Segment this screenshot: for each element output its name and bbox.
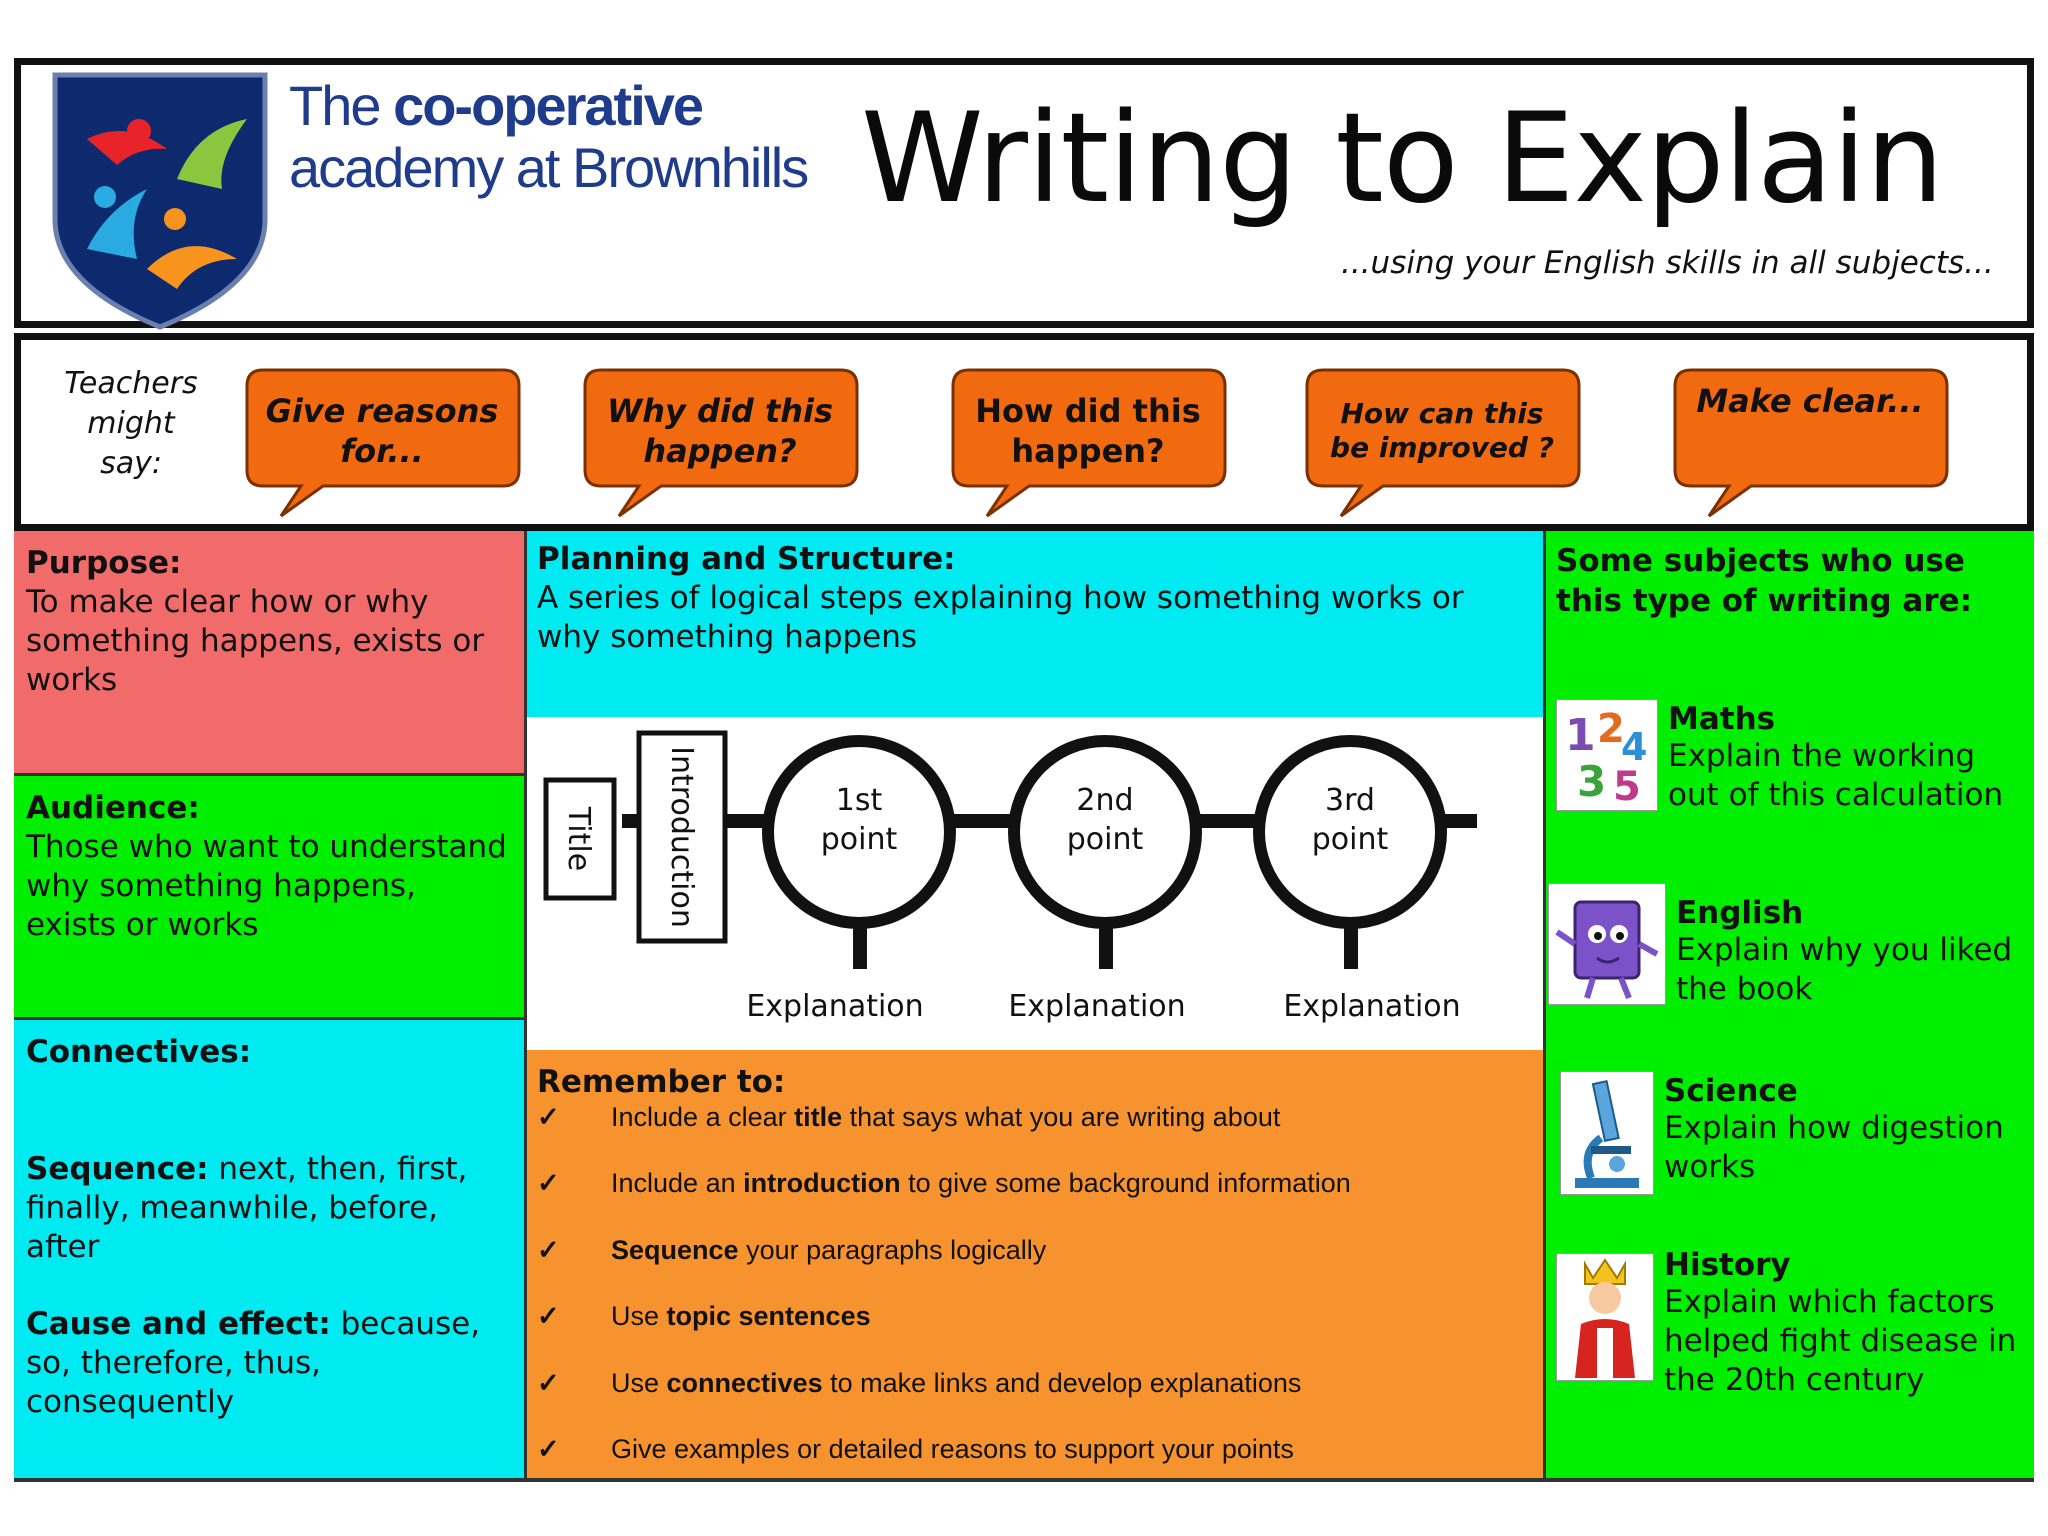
subject-name: Maths: [1668, 701, 1776, 737]
explanation-stem-2: [1099, 923, 1113, 969]
speech-bubble-how-improved: How can this be improved ?: [1303, 366, 1583, 518]
point-1-line1: 1st: [836, 783, 883, 818]
book-character-icon: [1548, 883, 1666, 1005]
purpose-heading: Purpose:: [26, 545, 182, 581]
svg-text:5: 5: [1613, 764, 1641, 810]
sequence-connectives: Sequence: next, then, first, finally, me…: [26, 1151, 468, 1265]
subject-name: History: [1664, 1247, 1791, 1283]
header-banner: The co-operative academy at Brownhills W…: [14, 58, 2034, 331]
academy-logo: [47, 69, 273, 331]
teachers-label: Teachers might say:: [64, 366, 198, 481]
remember-item: ✓Use topic sentences: [537, 1301, 871, 1331]
purpose-text: To make clear how or why something happe…: [26, 584, 485, 698]
subject-description: Explain the working out of this calculat…: [1668, 738, 2004, 813]
page-title: Writing to Explain: [861, 87, 1944, 231]
point-2-line1: 2nd: [1076, 783, 1133, 818]
page-subtitle: ...using your English skills in all subj…: [1341, 245, 1994, 281]
subjects-panel: Some subjects who use this type of writi…: [1543, 531, 2034, 1478]
subject-name: English: [1676, 895, 1804, 931]
title-box: [543, 777, 617, 901]
king-icon: [1556, 1253, 1654, 1381]
structure-diagram: Title Introduction 1st point 2nd point 3…: [527, 717, 1543, 1050]
microscope-icon: [1560, 1071, 1654, 1195]
connectives-heading: Connectives:: [26, 1034, 252, 1070]
audience-heading: Audience:: [26, 790, 200, 826]
svg-text:3: 3: [1577, 757, 1606, 806]
org-name-line2: academy at Brownhills: [289, 136, 809, 199]
explanation-label-3: Explanation: [1283, 989, 1460, 1024]
remember-item: ✓Use connectives to make links and devel…: [537, 1368, 1302, 1398]
numbers-icon: 1 2 4 3 5: [1556, 699, 1658, 811]
point-3-line1: 3rd: [1325, 783, 1375, 818]
subject-description: Explain why you liked the book: [1676, 932, 2013, 1007]
title-box-label: Title: [561, 806, 596, 871]
purpose-panel: Purpose: To make clear how or why someth…: [14, 531, 527, 776]
subject-description: Explain which factors helped fight disea…: [1664, 1284, 2017, 1398]
remember-heading: Remember to:: [537, 1064, 786, 1100]
remember-item: ✓Sequence your paragraphs logically: [537, 1235, 1047, 1265]
teachers-might-say-row: Teachers might say: Give reasons for... …: [14, 333, 2034, 531]
speech-bubble-make-clear: Make clear...: [1671, 366, 1951, 518]
subject-name: Science: [1664, 1073, 1798, 1109]
speech-bubble-why-did-this-happen: Why did this happen?: [581, 366, 861, 518]
remember-to-panel: Remember to: ✓Include a clear title that…: [527, 1050, 1543, 1478]
bottom-border: [14, 1478, 2034, 1482]
svg-text:2: 2: [1597, 706, 1625, 752]
svg-text:1: 1: [1565, 710, 1596, 761]
remember-item: ✓Give examples or detailed reasons to su…: [537, 1434, 1294, 1464]
planning-heading: Planning and Structure:: [537, 541, 956, 577]
audience-panel: Audience: Those who want to understand w…: [14, 776, 527, 1020]
audience-text: Those who want to understand why somethi…: [26, 829, 507, 943]
remember-item: ✓Include an introduction to give some ba…: [537, 1168, 1351, 1198]
planning-structure-panel: Planning and Structure: A series of logi…: [527, 531, 1543, 717]
explanation-label-1: Explanation: [746, 989, 923, 1024]
planning-text: A series of logical steps explaining how…: [537, 580, 1464, 655]
subject-description: Explain how digestion works: [1664, 1110, 2004, 1185]
cause-effect-connectives: Cause and effect: because, so, therefore…: [26, 1306, 481, 1420]
speech-bubble-how-did-this-happen: How did this happen?: [949, 366, 1229, 518]
point-1-line2: point: [821, 822, 898, 857]
explanation-label-2: Explanation: [1008, 989, 1185, 1024]
introduction-box: [636, 730, 728, 944]
remember-item: ✓Include a clear title that says what yo…: [537, 1102, 1281, 1132]
point-3-line2: point: [1312, 822, 1389, 857]
explanation-stem-3: [1344, 923, 1358, 969]
connectives-panel: Connectives: Sequence: next, then, first…: [14, 1020, 527, 1478]
org-name-line1: The co-operative: [289, 74, 704, 137]
svg-text:4: 4: [1621, 725, 1647, 769]
speech-bubble-give-reasons: Give reasons for...: [243, 366, 523, 518]
explanation-stem-1: [853, 923, 867, 969]
point-2-line2: point: [1067, 822, 1144, 857]
intro-box-label: Introduction: [664, 746, 699, 928]
subjects-heading: Some subjects who use this type of writi…: [1556, 543, 1973, 619]
